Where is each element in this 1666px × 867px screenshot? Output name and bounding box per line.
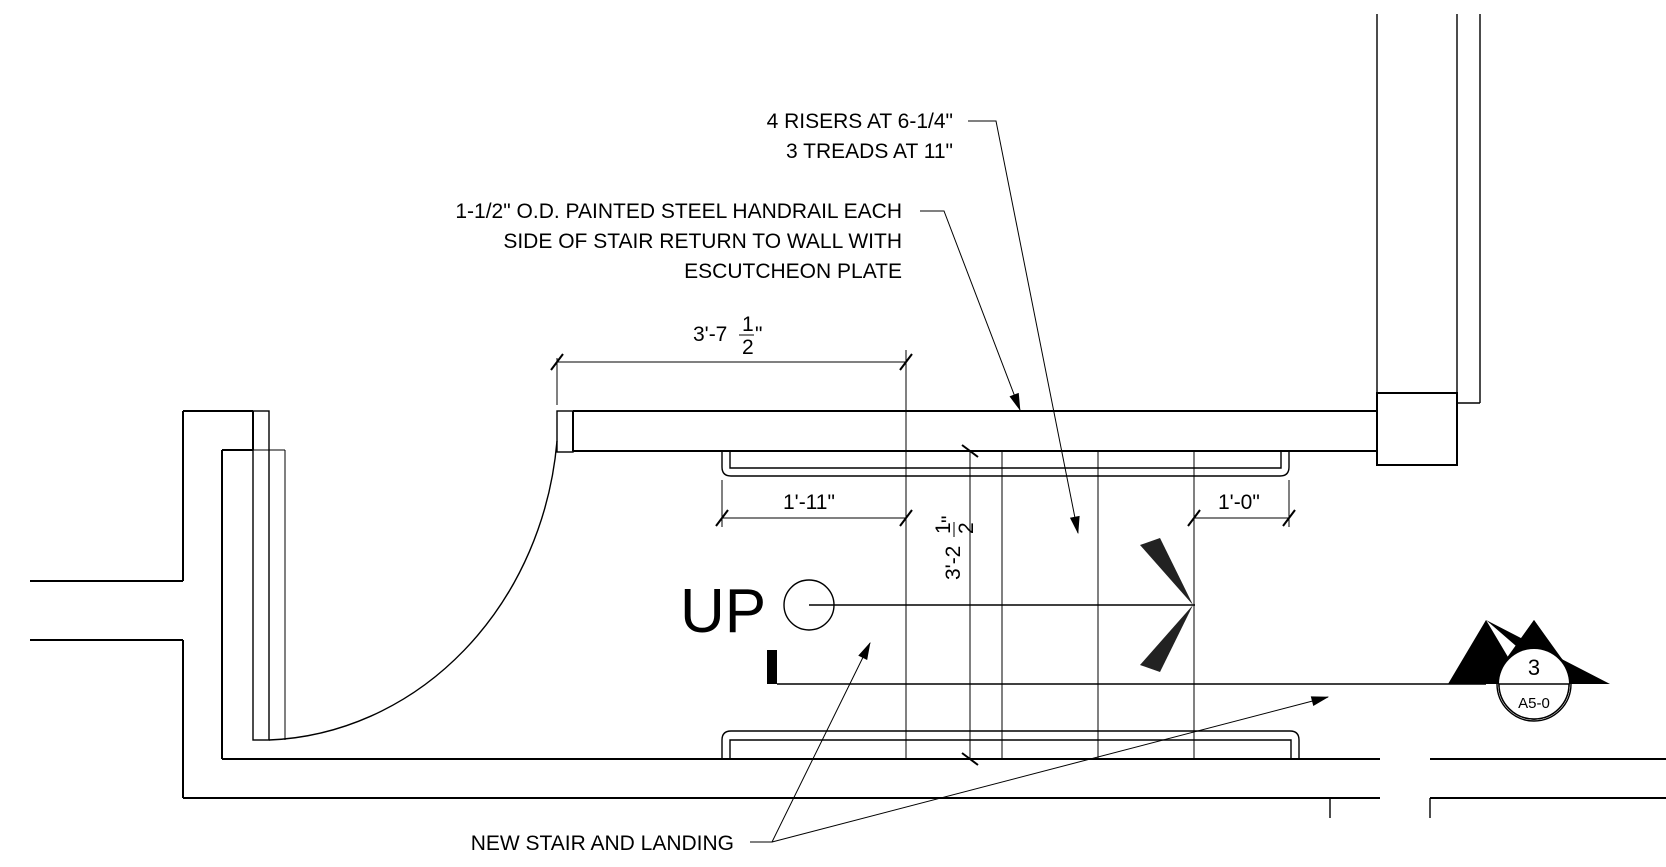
handrail-bottom <box>721 730 1300 759</box>
left-walls <box>30 410 1666 818</box>
note-handrail-line3: ESCUTCHEON PLATE <box>684 260 902 283</box>
note-new-stair-text: NEW STAIR AND LANDING <box>471 832 734 855</box>
section-marker: 3 A5-0 <box>1448 620 1610 722</box>
note-new-stair: NEW STAIR AND LANDING <box>471 642 1330 855</box>
section-cut <box>767 650 1486 685</box>
section-number: 3 <box>1528 655 1540 680</box>
note-handrail: 1-1/2" O.D. PAINTED STEEL HANDRAIL EACH … <box>455 200 1021 412</box>
upper-wall <box>572 14 1481 466</box>
up-label: UP <box>680 577 766 646</box>
dim-door-num: 1 <box>742 313 754 336</box>
dimension-nosing-extension: 1'-0" <box>1187 480 1296 527</box>
handrail-top <box>721 451 1290 477</box>
dim-stair-den: 2 <box>955 522 978 534</box>
dim-landing-left: 1'-11" <box>783 491 835 514</box>
note-risers: 4 RISERS AT 6-1/4" 3 TREADS AT 11" <box>767 110 1080 535</box>
dim-stair-main: 3'-2 <box>942 546 965 580</box>
section-sheet: A5-0 <box>1518 695 1550 712</box>
dim-door-tail: " <box>755 323 762 346</box>
dim-stair-tail: " <box>938 516 961 523</box>
note-handrail-line1: 1-1/2" O.D. PAINTED STEEL HANDRAIL EACH <box>455 200 902 223</box>
stair-treads <box>905 433 1195 759</box>
dim-nosing-extension: 1'-0" <box>1218 491 1260 514</box>
up-direction-arrow: UP <box>680 538 1195 672</box>
note-risers-line2: 3 TREADS AT 11" <box>786 140 953 163</box>
dim-door-main: 3'-7 <box>693 323 727 346</box>
dimension-landing-left: 1'-11" <box>715 480 913 527</box>
door <box>252 410 574 741</box>
note-risers-line1: 4 RISERS AT 6-1/4" <box>767 110 953 133</box>
dim-stair-num: 1 <box>932 522 955 534</box>
note-handrail-line2: SIDE OF STAIR RETURN TO WALL WITH <box>503 230 902 253</box>
dimension-door-width: 3'-7 1 2 " <box>550 313 913 433</box>
dim-door-den: 2 <box>742 336 754 359</box>
